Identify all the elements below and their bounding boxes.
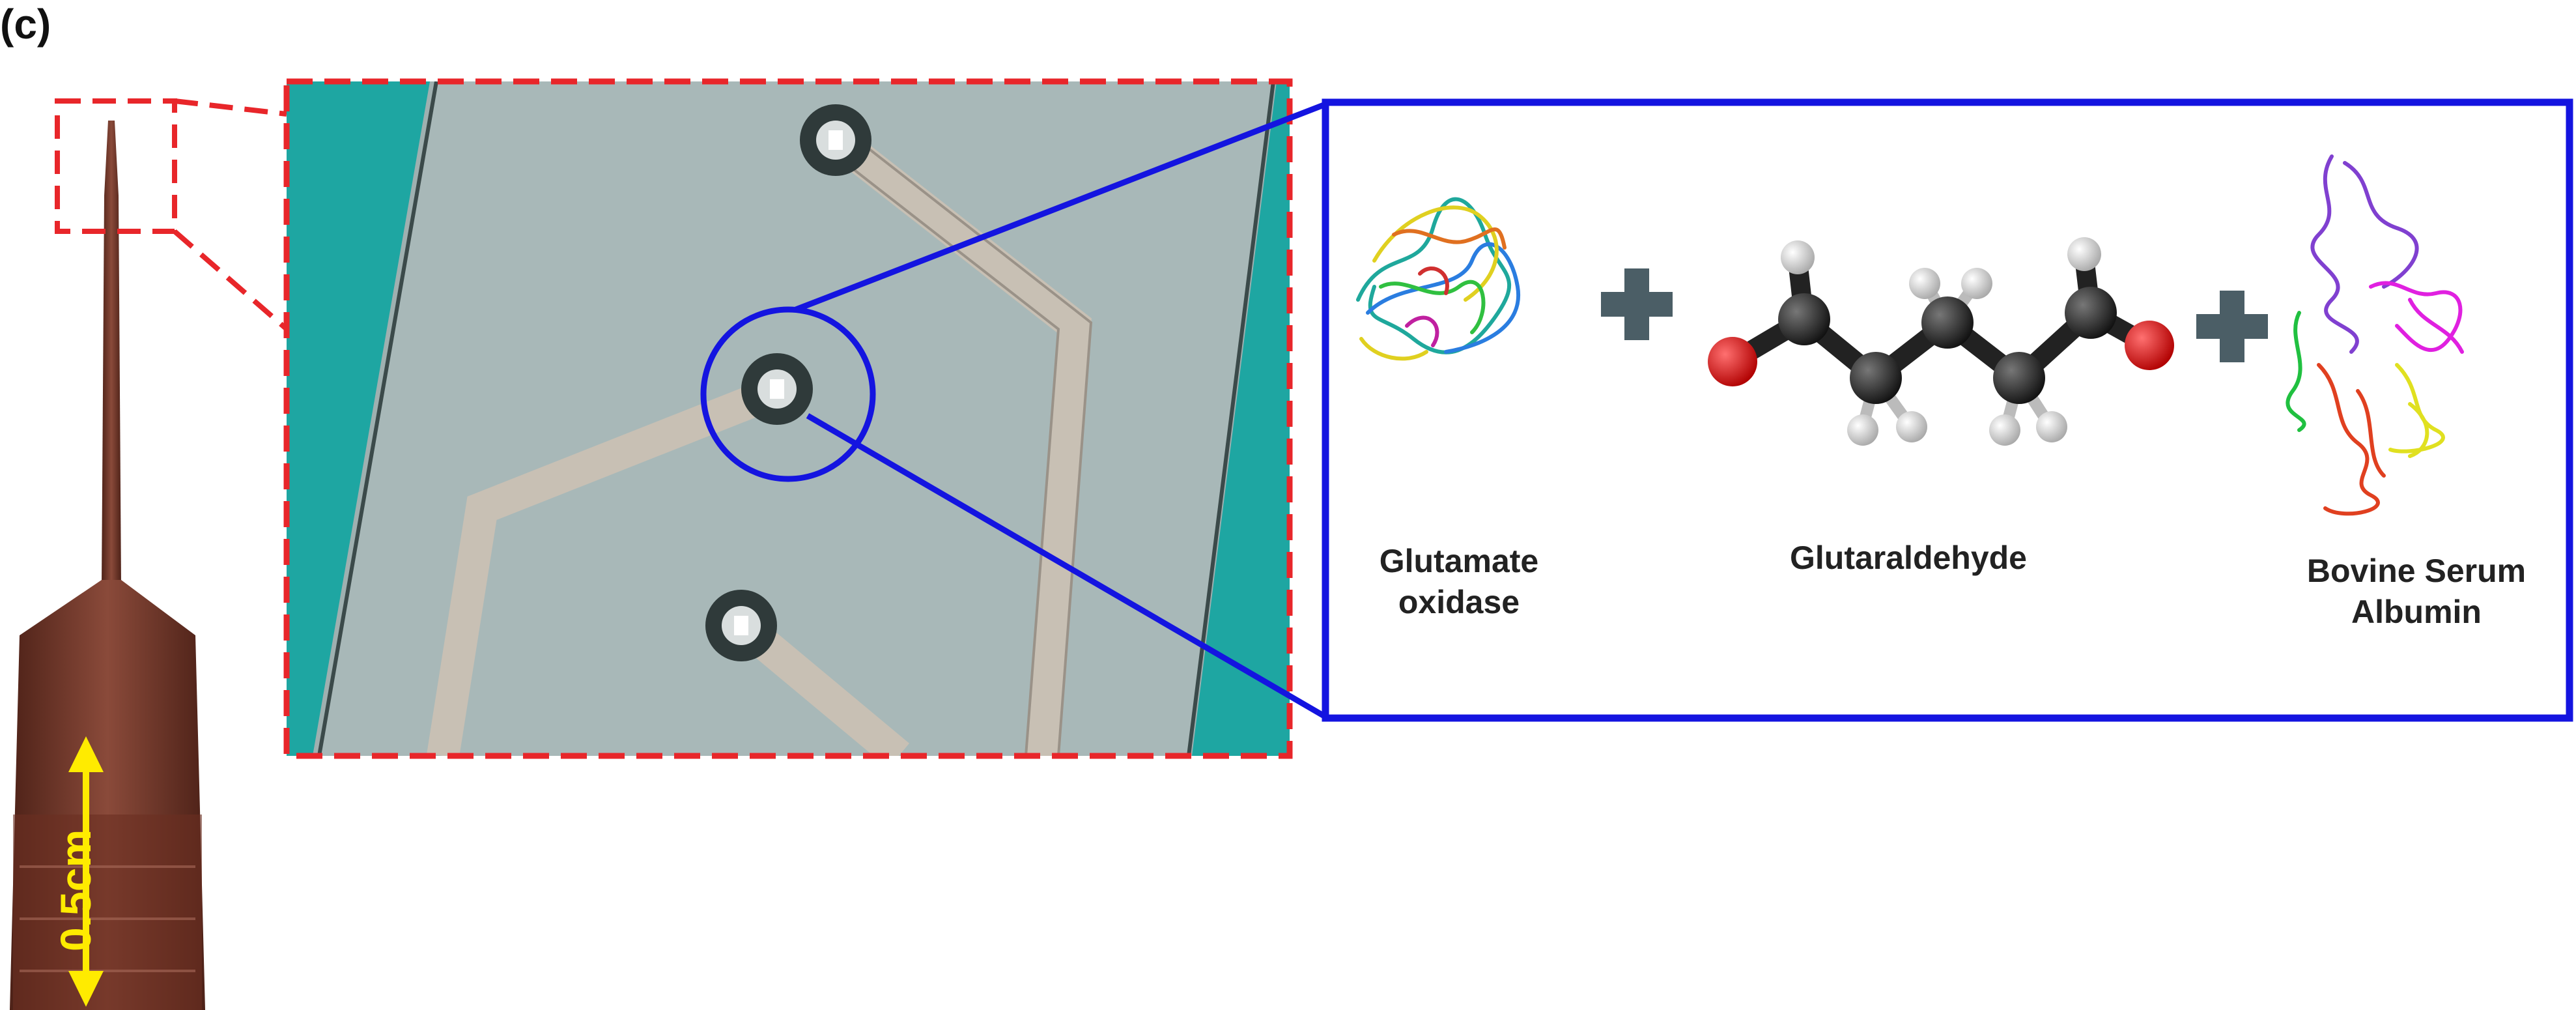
probe-zoom-box [55, 98, 177, 234]
label-glutaraldehyde: Glutaraldehyde [1746, 538, 2071, 579]
probe-body [13, 815, 202, 1010]
detail-box [1322, 98, 2573, 722]
label-bsa-line1: Bovine Serum [2306, 553, 2526, 589]
scale-label: 0.5cm [51, 829, 100, 951]
electrode-site-middle [741, 353, 813, 425]
plus-icon [2196, 291, 2268, 362]
glutamate-oxidase-structure [1356, 197, 1521, 361]
bsa-structure [2286, 154, 2464, 516]
microscope-zoom-box [283, 78, 1293, 759]
probe-photo [10, 121, 205, 1010]
label-glutamate-oxidase: Glutamate oxidase [1329, 541, 1589, 622]
panel-label: (c) [0, 1, 51, 48]
site-highlight-circle [700, 306, 876, 482]
probe-texture [20, 865, 195, 972]
plus-icon [1601, 268, 1673, 340]
electrode-site-bottom [705, 590, 777, 661]
glutaraldehyde-molecule [1708, 237, 2174, 446]
label-glutamate-oxidase-line2: oxidase [1398, 583, 1520, 620]
electrode-trace-edges [836, 123, 1093, 756]
zoom-connector-lines [173, 98, 289, 332]
scale-arrow [68, 736, 104, 1007]
electrode-site-top [800, 104, 871, 176]
teal-edge-right [1192, 81, 1290, 756]
label-bsa-line2: Albumin [2351, 593, 2482, 630]
label-bovine-serum-albumin: Bovine Serum Albumin [2280, 551, 2553, 632]
label-glutaraldehyde-line1: Glutaraldehyde [1790, 540, 2027, 576]
detail-connector-bottom [806, 413, 1327, 719]
probe-tip [102, 121, 121, 586]
teal-edge-left [287, 81, 430, 756]
microscope-image [287, 81, 1290, 756]
detail-connector-top [795, 101, 1327, 313]
label-glutamate-oxidase-line1: Glutamate [1379, 543, 1539, 579]
